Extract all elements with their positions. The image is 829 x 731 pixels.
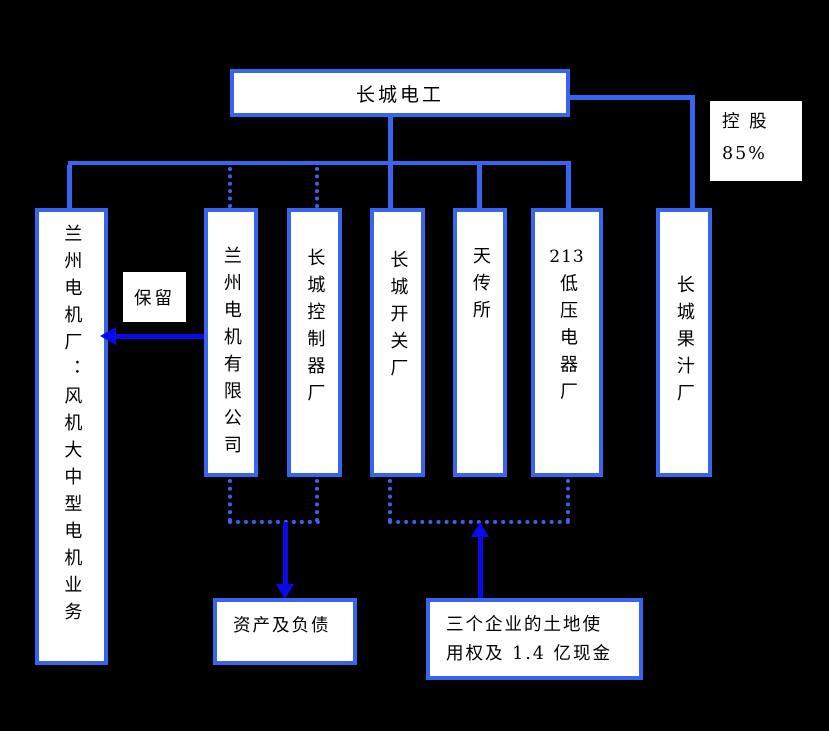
dotted-drop-213-bottom xyxy=(566,479,570,522)
assets-arrow-line xyxy=(283,522,288,586)
entity-label-juice-factory: 长城果汁厂 xyxy=(673,275,695,410)
land-cash-note-line2: 用权及 1.4 亿现金 xyxy=(446,643,612,664)
entity-label-tianchuan-institute: 天传所 xyxy=(469,246,491,327)
root-entity-box: 长城电工 xyxy=(230,69,570,117)
entity-box-tianchuan-institute: 天传所 xyxy=(453,208,507,477)
assets-arrow-head-icon xyxy=(276,584,294,599)
retain-arrow-line xyxy=(114,334,204,339)
assets-liabilities-note-box: 资产及负债 xyxy=(213,598,357,665)
dotted-drop-controller-bottom xyxy=(315,479,319,522)
assets-liabilities-note-label: 资产及负债 xyxy=(233,616,331,636)
entity-label-213-text: 低压电器厂 xyxy=(556,273,578,409)
stake-note-box: 控 股 85% xyxy=(710,101,802,181)
retain-note-box: 保留 xyxy=(123,272,186,322)
connector-right-vertical-juice xyxy=(690,95,695,210)
entity-label-lanzhou-motor-co: 兰州电机有限公司 xyxy=(220,246,242,462)
dotted-horizontal-assets xyxy=(228,520,320,524)
retain-note-label: 保留 xyxy=(134,288,175,309)
connector-drop-213 xyxy=(566,161,571,210)
land-cash-note-line1: 三个企业的土地使 xyxy=(446,615,602,635)
connector-right-horizontal xyxy=(570,95,695,100)
stake-note-line1: 控 股 xyxy=(722,112,769,132)
dotted-drop-lanzhou-co-bottom xyxy=(228,479,232,522)
entity-box-switch-factory: 长城开关厂 xyxy=(370,208,425,477)
connector-drop-tianchuan xyxy=(477,165,482,210)
entity-box-juice-factory: 长城果汁厂 xyxy=(656,208,712,477)
connector-children-horizontal xyxy=(68,161,571,165)
entity-label-switch-factory: 长城开关厂 xyxy=(387,250,409,385)
root-entity-label: 长城电工 xyxy=(355,83,444,106)
connector-drop-dotted-controller xyxy=(315,167,319,208)
entity-label-lanzhou-motor-factory: 兰州电机厂：风机大中型电机业务 xyxy=(61,224,83,629)
entity-label-controller-factory: 长城控制器厂 xyxy=(304,248,326,410)
entity-box-213-lowvoltage-factory: 213 低压电器厂 xyxy=(531,208,603,477)
connector-drop-lanzhou-factory xyxy=(67,165,72,210)
land-arrow-head-icon xyxy=(471,522,489,537)
entity-box-lanzhou-motor-co: 兰州电机有限公司 xyxy=(204,208,258,477)
stake-note-line2: 85% xyxy=(722,143,767,164)
entity-box-controller-factory: 长城控制器厂 xyxy=(287,208,342,477)
retain-arrow-head-icon xyxy=(100,327,116,345)
land-arrow-line xyxy=(478,535,483,598)
connector-drop-dotted-lanzhou-co xyxy=(228,167,232,208)
entity-box-lanzhou-motor-factory: 兰州电机厂：风机大中型电机业务 xyxy=(35,208,108,665)
land-cash-note-box: 三个企业的土地使 用权及 1.4 亿现金 xyxy=(426,598,643,680)
dotted-drop-switch-bottom xyxy=(388,479,392,522)
entity-label-213-lowvoltage-factory: 213 低压电器厂 xyxy=(549,248,584,409)
entity-label-213-number: 213 xyxy=(549,247,585,267)
